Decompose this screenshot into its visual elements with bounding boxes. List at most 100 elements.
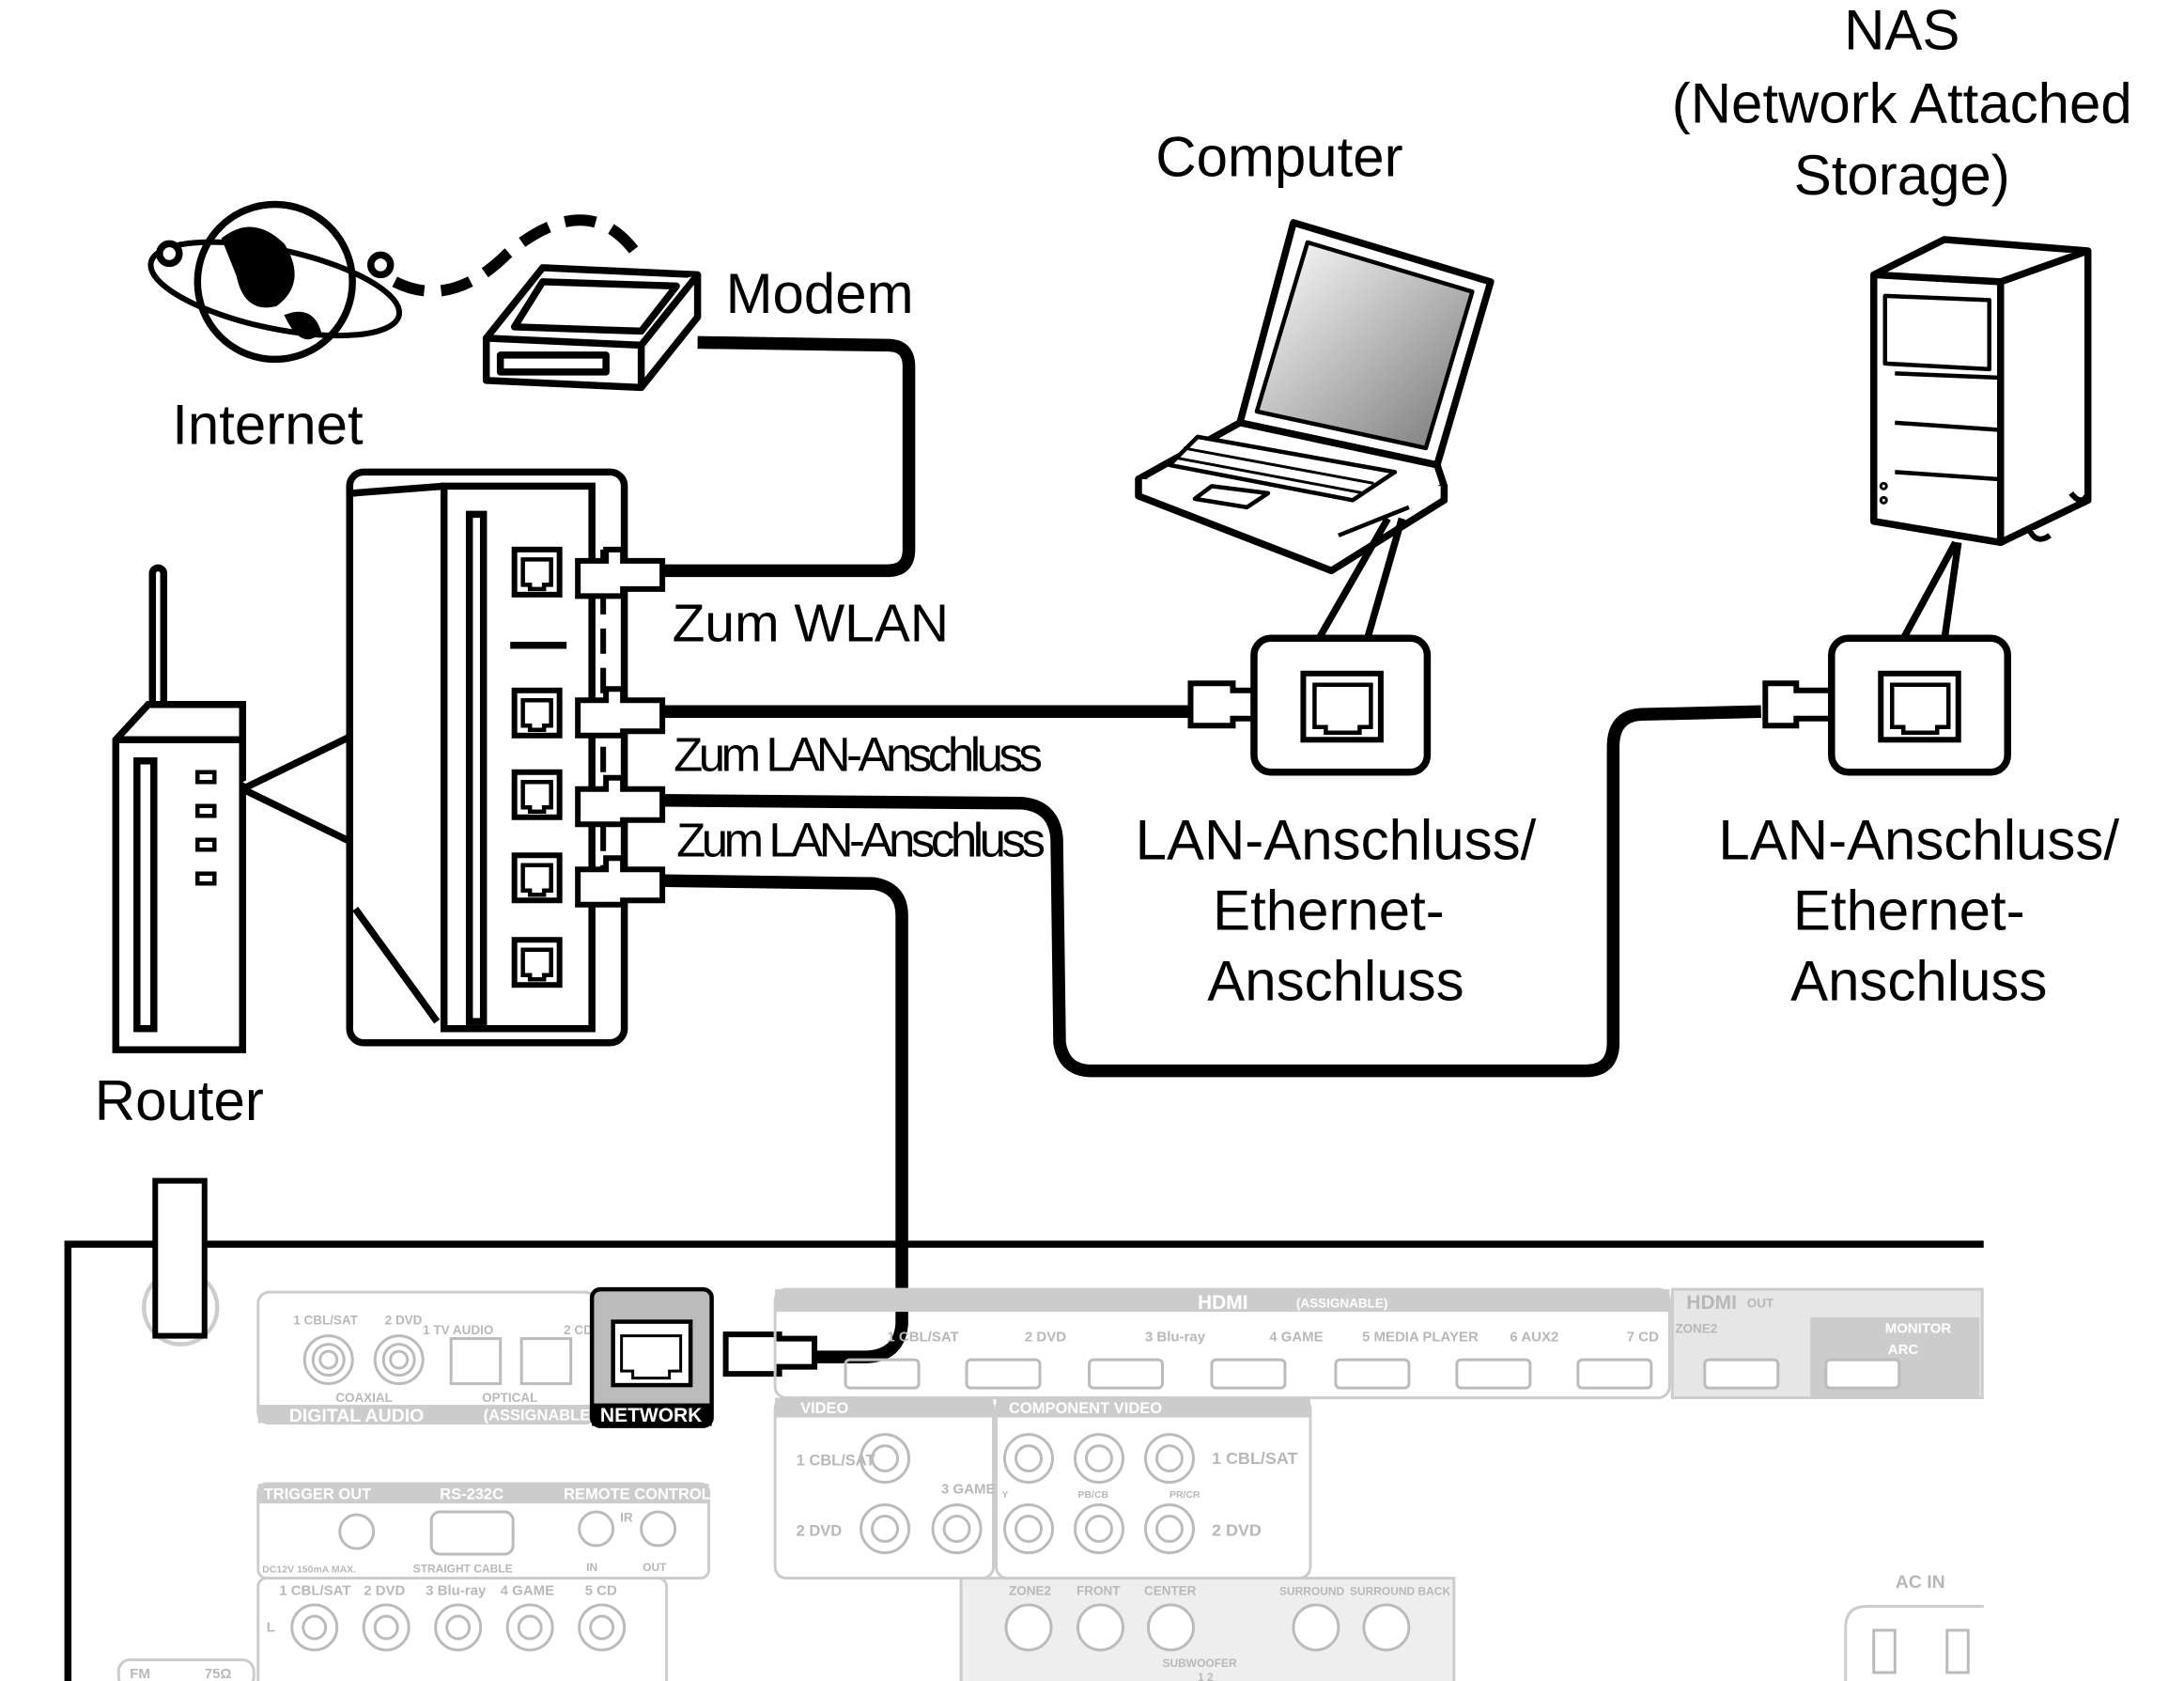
computer-label: Computer (1155, 125, 1402, 188)
cable-nas (662, 705, 1761, 1078)
fm-impedance-label: 75Ω (205, 1666, 232, 1681)
nas-label: NAS (Network Attached Storage) (1672, 0, 2132, 207)
computer-lan-port-callout (1250, 516, 1432, 776)
svg-text:PR/CR: PR/CR (1169, 1490, 1200, 1501)
svg-text:AC IN: AC IN (1896, 1572, 1945, 1593)
internet-label: Internet (172, 393, 364, 456)
laptop-icon (1135, 219, 1495, 575)
nas-tower-icon (1870, 236, 2092, 547)
svg-text:HDMI: HDMI (1198, 1292, 1248, 1314)
svg-text:Anschluss: Anschluss (1207, 950, 1464, 1013)
svg-text:Anschluss: Anschluss (1790, 950, 2047, 1013)
plug-router-lan2 (575, 774, 666, 828)
svg-text:2 DVD: 2 DVD (1212, 1521, 1262, 1540)
router-lan-port-3 (511, 852, 563, 904)
plug-modem (575, 546, 666, 599)
svg-text:LAN-Anschluss/: LAN-Anschluss/ (1136, 809, 1537, 872)
svg-text:IR: IR (620, 1511, 633, 1525)
svg-text:HDMI: HDMI (1686, 1292, 1737, 1314)
plug-router-lan1 (575, 686, 666, 739)
svg-text:2 DVD: 2 DVD (1025, 1330, 1066, 1346)
svg-text:OUT: OUT (1747, 1297, 1774, 1311)
svg-text:1 CBL/SAT: 1 CBL/SAT (887, 1330, 958, 1346)
svg-text:Storage): Storage) (1794, 144, 2010, 207)
svg-text:Ethernet-: Ethernet- (1213, 879, 1445, 942)
internet-globe-icon (147, 200, 403, 364)
svg-text:(ASSIGNABLE): (ASSIGNABLE) (1296, 1297, 1387, 1311)
svg-text:CENTER: CENTER (1144, 1584, 1197, 1598)
nas-lan-label: LAN-Anschluss/ Ethernet- Anschluss (1718, 809, 2119, 1013)
svg-text:DC12V 150mA MAX.: DC12V 150mA MAX. (262, 1565, 356, 1576)
svg-text:2 DVD: 2 DVD (364, 1583, 405, 1599)
svg-text:1 CBL/SAT: 1 CBL/SAT (1212, 1449, 1298, 1468)
svg-text:RS-232C: RS-232C (440, 1486, 503, 1503)
svg-text:OUT: OUT (643, 1561, 667, 1574)
ac-in-section: AC IN (1844, 1572, 1984, 1681)
internet-dashed-link (392, 214, 646, 297)
router-lan-port-4 (511, 937, 563, 988)
ethernet-cables (662, 335, 1761, 1363)
svg-text:STRAIGHT CABLE: STRAIGHT CABLE (413, 1563, 513, 1576)
svg-text:(Network Attached: (Network Attached (1672, 71, 2132, 134)
svg-text:1 TV AUDIO: 1 TV AUDIO (423, 1323, 493, 1337)
svg-text:VIDEO: VIDEO (800, 1400, 848, 1417)
svg-text:ZONE2: ZONE2 (1009, 1584, 1051, 1598)
modem-icon (482, 264, 702, 392)
svg-text:4 GAME: 4 GAME (501, 1583, 554, 1599)
control-section: TRIGGER OUT RS-232C REMOTE CONTROL DC12V… (256, 1482, 711, 1580)
svg-text:2 DVD: 2 DVD (385, 1314, 423, 1328)
cable-receiver (662, 874, 908, 1363)
plug-nas (1762, 680, 1842, 729)
svg-text:3 GAME: 3 GAME (941, 1482, 995, 1498)
av-receiver-rear-panel: DIGITAL AUDIO (ASSIGNABLE) COAXIAL OPTIC… (64, 1177, 1984, 1681)
svg-text:3 Blu-ray: 3 Blu-ray (1145, 1330, 1206, 1346)
svg-text:7 CD: 7 CD (1627, 1330, 1659, 1346)
svg-text:1 CBL/SAT: 1 CBL/SAT (279, 1583, 350, 1599)
svg-text:NAS: NAS (1844, 0, 1959, 61)
svg-text:Y: Y (1002, 1490, 1009, 1501)
svg-text:ZONE2: ZONE2 (1675, 1322, 1717, 1336)
digital-audio-section: DIGITAL AUDIO (ASSIGNABLE) COAXIAL OPTIC… (256, 1290, 598, 1426)
svg-text:Ethernet-: Ethernet- (1793, 879, 2025, 942)
router-lan-port-1 (511, 687, 563, 739)
router-port-panel (346, 468, 628, 1047)
svg-text:5 CD: 5 CD (585, 1583, 617, 1599)
svg-text:COMPONENT VIDEO: COMPONENT VIDEO (1009, 1400, 1162, 1417)
cable-modem (662, 335, 916, 578)
plug-receiver (722, 1331, 818, 1377)
svg-text:NETWORK: NETWORK (600, 1405, 702, 1426)
svg-text:5 MEDIA PLAYER: 5 MEDIA PLAYER (1362, 1330, 1479, 1346)
nas-lan-port-callout (1828, 540, 2011, 776)
svg-text:1 CBL/SAT: 1 CBL/SAT (293, 1314, 358, 1328)
wireless-antenna-icon (142, 1177, 220, 1346)
analog-audio-section: 1 CBL/SAT 2 DVD 3 Blu-ray 4 GAME 5 CD L … (116, 1577, 669, 1681)
svg-text:4 GAME: 4 GAME (1269, 1330, 1323, 1346)
video-section: VIDEO 1 CBL/SAT 2 DVD 3 GAME COMPONENT V… (773, 1396, 1312, 1580)
svg-text:MONITOR: MONITOR (1885, 1321, 1952, 1337)
svg-text:LAN-Anschluss/: LAN-Anschluss/ (1718, 809, 2119, 872)
router-icon (112, 564, 354, 1053)
svg-text:FRONT: FRONT (1077, 1584, 1121, 1598)
svg-text:SURROUND: SURROUND (1279, 1585, 1345, 1598)
zum-lan-label-2: Zum LAN-Anschluss (676, 814, 1046, 867)
hdmi-out-section: HDMI OUT ZONE2 MONITOR ARC (1670, 1287, 1984, 1400)
svg-text:PB/CB: PB/CB (1078, 1490, 1109, 1501)
svg-text:SUBWOOFER: SUBWOOFER (1162, 1657, 1237, 1670)
svg-text:SURROUND BACK: SURROUND BACK (1350, 1585, 1451, 1598)
svg-text:REMOTE CONTROL: REMOTE CONTROL (564, 1486, 711, 1503)
svg-text:DIGITAL AUDIO: DIGITAL AUDIO (289, 1406, 425, 1426)
zum-wlan-label: Zum WLAN (673, 593, 949, 653)
svg-text:IN: IN (586, 1561, 597, 1574)
svg-text:2 DVD: 2 DVD (797, 1523, 843, 1540)
plug-router-lan3 (575, 855, 666, 908)
computer-lan-label: LAN-Anschluss/ Ethernet- Anschluss (1136, 809, 1537, 1013)
fm-antenna-terminal: FM 75Ω (116, 1658, 256, 1681)
network-port-highlight: NETWORK (589, 1286, 714, 1428)
svg-text:ARC: ARC (1888, 1342, 1919, 1358)
router-lan-ports (511, 546, 563, 988)
svg-text:(ASSIGNABLE): (ASSIGNABLE) (484, 1408, 596, 1424)
modem-label: Modem (726, 262, 914, 325)
fm-label: FM (130, 1666, 150, 1681)
svg-text:2 CD: 2 CD (564, 1323, 593, 1337)
